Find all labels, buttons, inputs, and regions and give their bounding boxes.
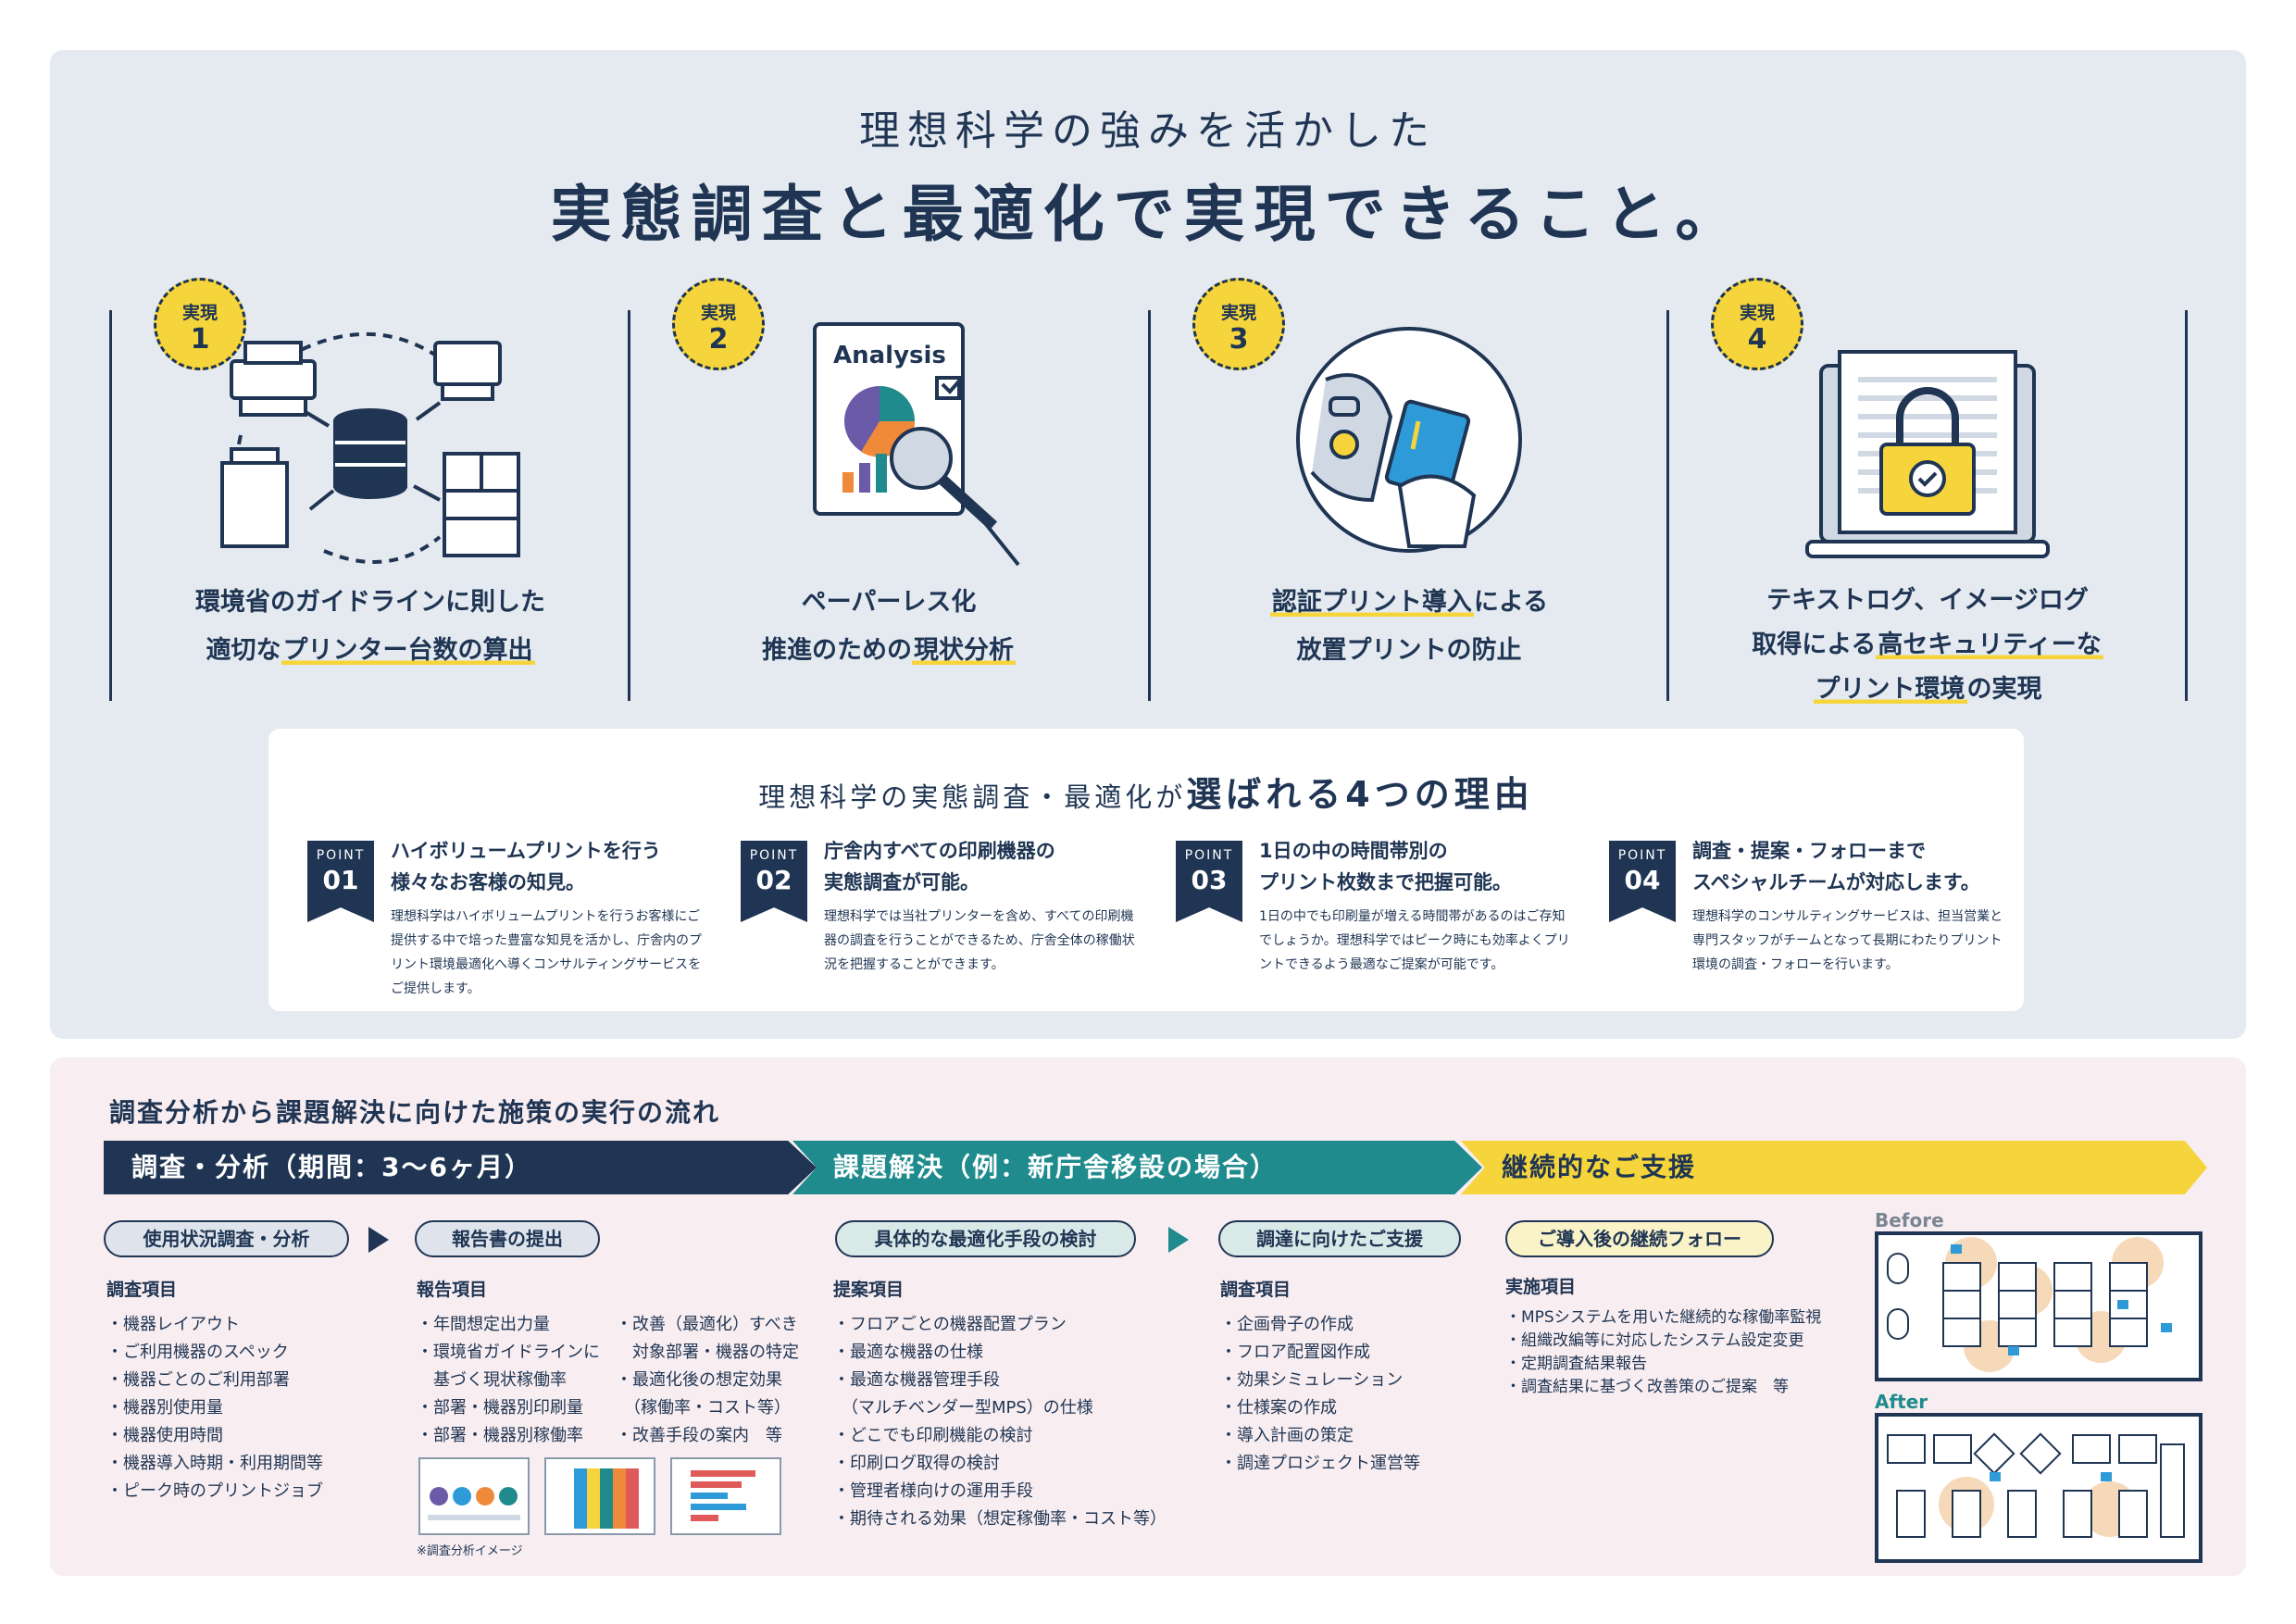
report-thumbnail: [544, 1457, 655, 1535]
reasons-title: 理想科学の実態調査・最適化が選ばれる4つの理由: [758, 774, 1534, 815]
header-title: 実態調査と最適化で実現できること。: [550, 179, 1746, 250]
point-title: 調査・提案・フォローまでスペシャルチームが対応します。: [1692, 840, 1980, 893]
analysis-label: Analysis: [833, 342, 946, 369]
step-list-followup: 実施項目 ・MPSシステムを用いた継続的な稼働率監視 ・組織改編等に対応したシス…: [1505, 1277, 1822, 1396]
point-title: ハイボリュームプリントを行う様々なお客様の知見。: [391, 840, 661, 893]
feature-text: 環境省のガイドラインに則した 適切なプリンター台数の算出: [195, 588, 545, 665]
feature-text: テキストログ、イメージログ 取得による高セキュリティーな プリント環境の実現: [1752, 586, 2103, 704]
step-pill: ご導入後の継続フォロー: [1505, 1220, 1774, 1257]
floor-plan-before: [1875, 1231, 2202, 1381]
feature-text: ペーパーレス化 推進のための現状分析: [762, 588, 1016, 665]
phase-arrow-support: 継続的なご支援: [1461, 1141, 2207, 1194]
feature-text: 認証プリント導入による 放置プリントの防止: [1269, 588, 1549, 665]
step-arrow-icon: [368, 1227, 389, 1253]
plan-after-label: After: [1875, 1391, 1928, 1413]
phase-arrow-solution: 課題解決（例：新庁舎移設の場合）: [792, 1141, 1482, 1194]
divider: [628, 310, 630, 701]
phase-arrow-research: 調査・分析（期間：3〜6ヶ月）: [104, 1141, 817, 1194]
step-list-research: 調査項目 ・機器レイアウト ・ご利用機器のスペック ・機器ごとのご利用部署 ・機…: [106, 1280, 323, 1501]
report-thumbnail: [670, 1457, 781, 1535]
flow-title: 調査分析から課題解決に向けた施策の実行の流れ: [109, 1097, 721, 1128]
point-description: 理想科学では当社プリンターを含め、すべての印刷機器の調査を行うことができるため、…: [824, 909, 1135, 972]
divider: [1148, 310, 1151, 701]
step-pill: 報告書の提出: [415, 1220, 600, 1257]
report-thumbnail: [418, 1457, 530, 1535]
divider: [1666, 310, 1669, 701]
divider: [2185, 310, 2188, 701]
floor-plan-after: [1875, 1413, 2202, 1563]
step-list-report: 報告項目 ・年間想定出力量 ・環境省ガイドラインに 基づく現状稼働率 ・部署・機…: [417, 1280, 600, 1445]
thumbnail-caption: ※調査分析イメージ: [417, 1544, 523, 1558]
step-arrow-icon: [1168, 1227, 1189, 1253]
point-title: 庁舎内すべての印刷機器の実態調査が可能。: [824, 840, 1055, 893]
step-list-procurement: 調査項目 ・企画骨子の作成 ・フロア配置図作成 ・効果シミュレーション ・仕様案…: [1220, 1280, 1420, 1473]
divider: [109, 310, 112, 701]
header-subtitle: 理想科学の強みを活かした: [859, 107, 1437, 155]
printer-network-database-icon: [220, 331, 520, 564]
id-card-authentication-icon: [1296, 327, 1522, 553]
step-list-proposal: 提案項目 ・フロアごとの機器配置プラン ・最適な機器の仕様 ・最適な機器管理手段…: [833, 1280, 1167, 1529]
step-pill: 調達に向けたご支援: [1218, 1220, 1461, 1257]
plan-before-label: Before: [1875, 1209, 1944, 1231]
point-title: 1日の中の時間帯別のプリント枚数まで把握可能。: [1259, 840, 1512, 893]
step-pill: 使用状況調査・分析: [104, 1220, 349, 1257]
point-description: 理想科学はハイボリュームプリントを行うお客様にご提供する中で培った豊富な知見を活…: [391, 909, 702, 996]
point-description: 理想科学のコンサルティングサービスは、担当営業と専門スタッフがチームとなって長期…: [1692, 909, 2003, 972]
step-pill: 具体的な最適化手段の検討: [835, 1220, 1136, 1257]
analysis-report-magnifier-icon: Analysis: [813, 322, 1020, 567]
step-list-report-2: ・改善（最適化）すべき 対象部署・機器の特定 ・最適化後の想定効果 （稼働率・コ…: [616, 1315, 799, 1445]
point-description: 1日の中でも印刷量が増える時間帯があるのはご存知でしょうか。理想科学ではピーク時…: [1259, 909, 1570, 972]
laptop-security-lock-icon: [1805, 350, 2050, 558]
